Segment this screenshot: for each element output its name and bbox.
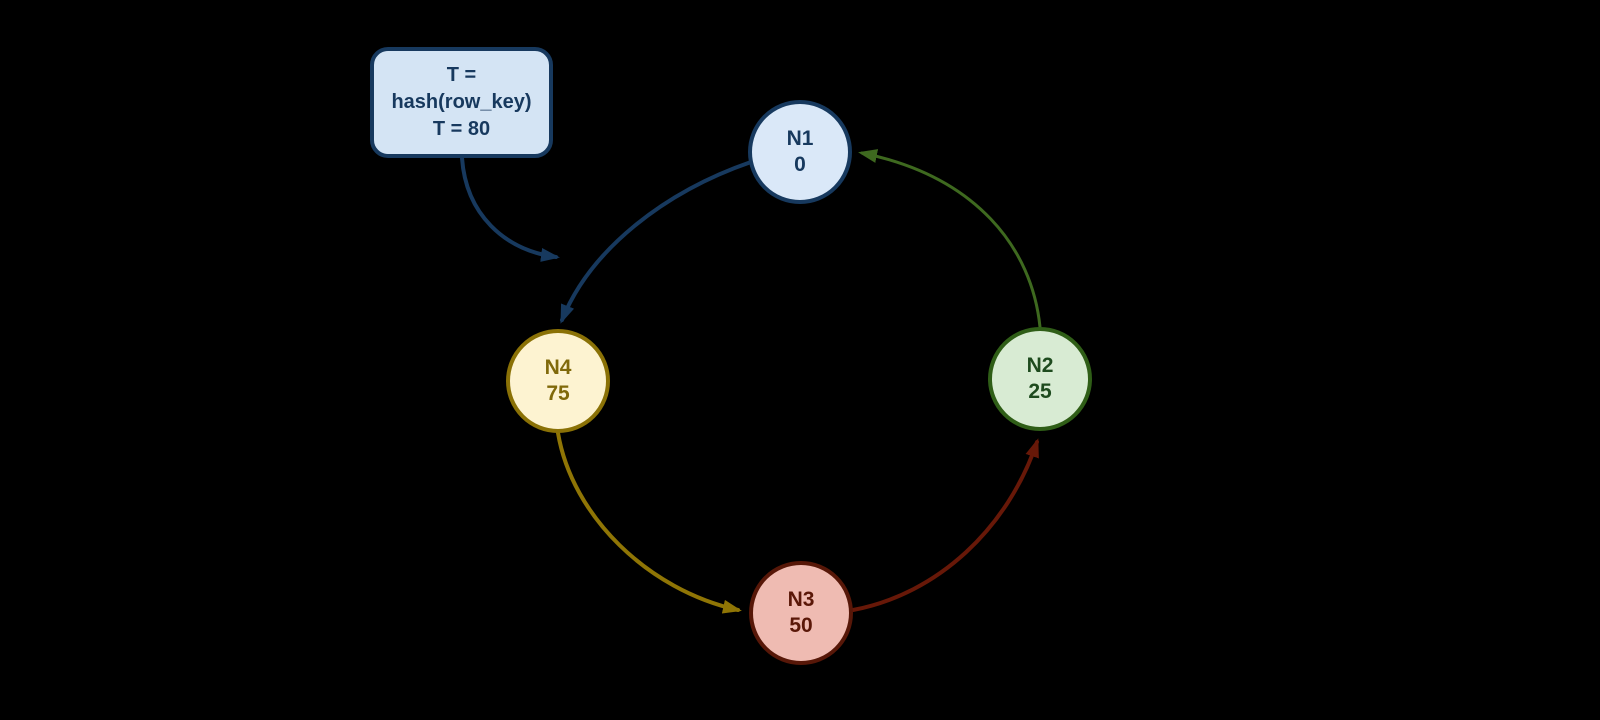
- hash-note-box: T = hash(row_key) T = 80: [370, 47, 553, 158]
- edge-n4-to-n3: [556, 431, 742, 614]
- node-n2-value: 25: [1028, 380, 1052, 403]
- node-n2: N2 25: [988, 327, 1092, 431]
- edge-n2-to-n1: [858, 149, 1042, 329]
- edge-note-to-ring: [460, 156, 560, 262]
- note-line-2: T = 80: [432, 118, 491, 140]
- node-n1-label: N1: [786, 127, 814, 150]
- node-n1-value: 0: [794, 153, 806, 176]
- node-n2-label: N2: [1026, 354, 1054, 377]
- node-n1: N1 0: [748, 100, 852, 204]
- node-n3-label: N3: [787, 588, 815, 611]
- note-line-1: T = hash(row_key): [391, 64, 532, 113]
- node-n3: N3 50: [749, 561, 853, 665]
- edge-n3-to-n2: [851, 438, 1039, 612]
- edge-n1-to-n4: [560, 160, 753, 324]
- node-n3-value: 50: [789, 614, 813, 637]
- node-n4: N4 75: [506, 329, 610, 433]
- node-n4-value: 75: [546, 382, 570, 405]
- node-n4-label: N4: [544, 356, 572, 379]
